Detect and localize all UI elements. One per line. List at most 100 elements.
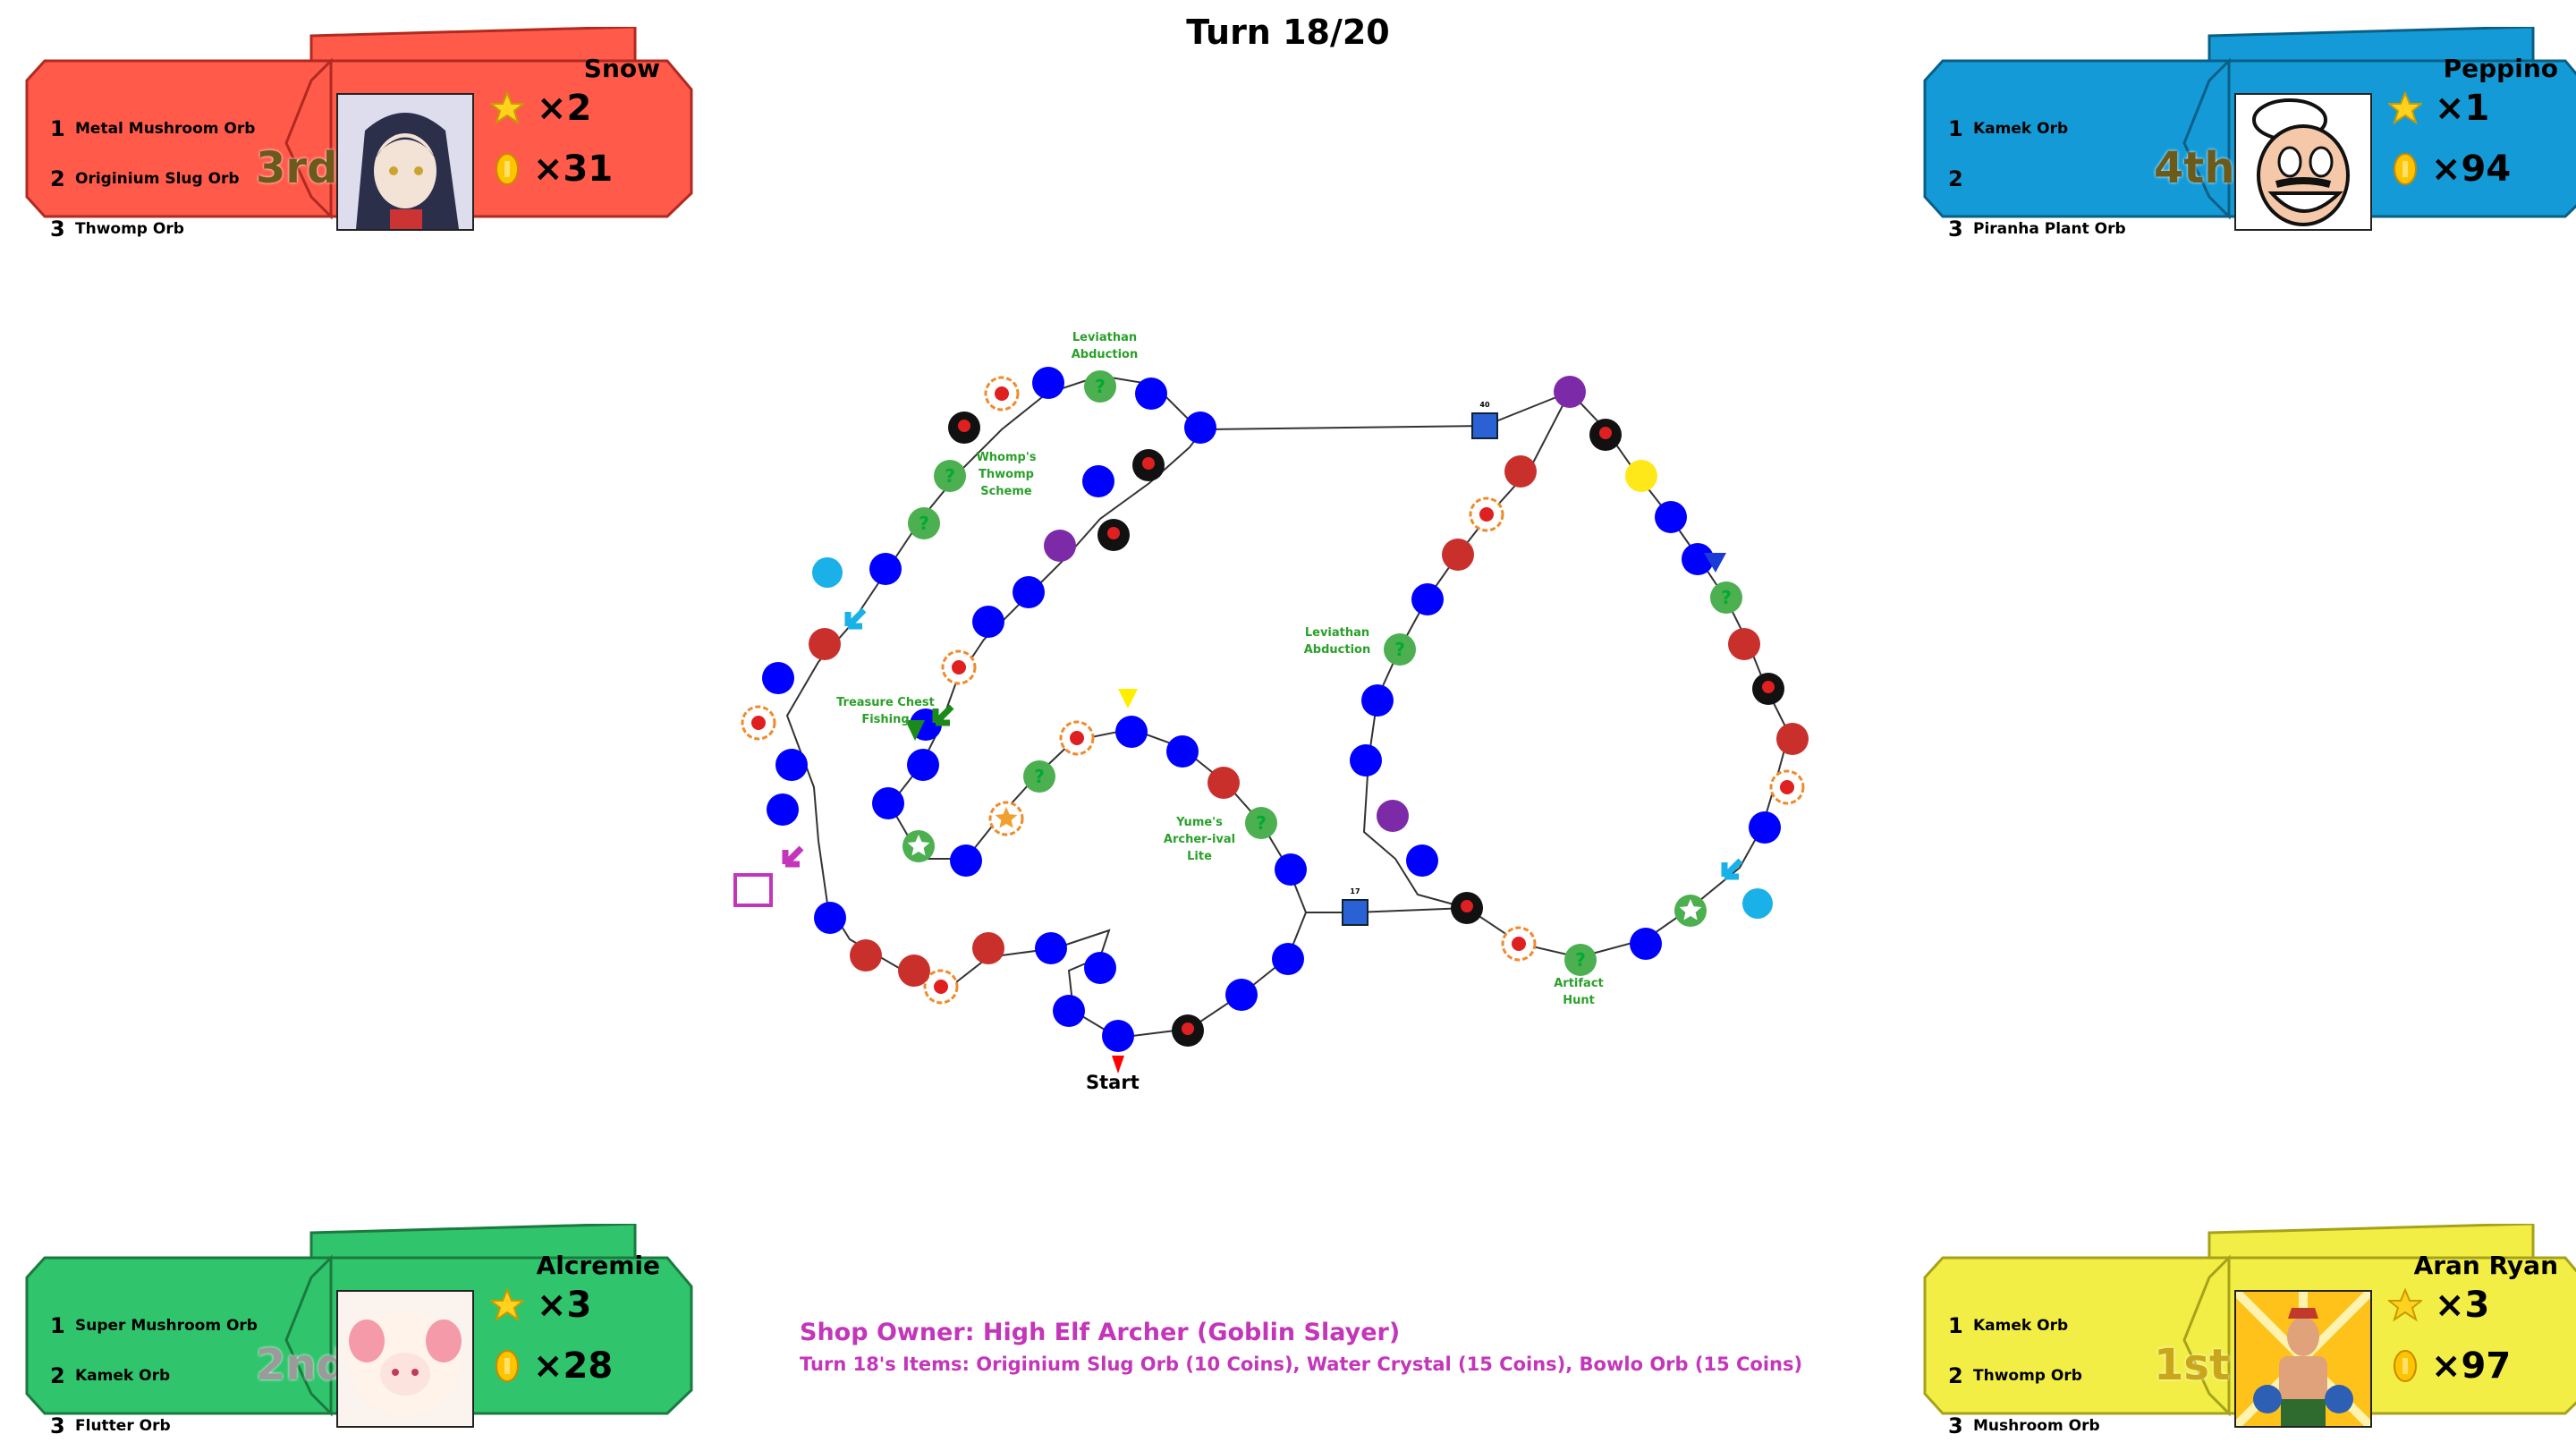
board-space: ? (1710, 581, 1742, 614)
arrow-down-icon (905, 720, 925, 741)
board-space (1135, 378, 1167, 410)
crystal-ball-icon (1742, 888, 1773, 919)
board-space (1504, 455, 1537, 488)
board-space (1053, 995, 1085, 1027)
board-space (1674, 895, 1707, 927)
event-label: Leviathan Abduction (1071, 331, 1139, 361)
board-space (1728, 628, 1760, 660)
board-space (1225, 979, 1258, 1011)
event-label: Leviathan Abduction (1303, 626, 1371, 657)
board-space (948, 412, 980, 444)
board-space (1625, 460, 1657, 492)
shop-info: Shop Owner: High Elf Archer (Goblin Slay… (800, 1319, 1802, 1375)
board-space (1044, 530, 1076, 562)
board-space (1084, 952, 1116, 984)
board-space (1501, 926, 1537, 962)
board-space (872, 787, 904, 819)
board-space (1097, 519, 1130, 551)
player-name: Alcremie (536, 1251, 660, 1280)
board-space (1208, 767, 1240, 799)
board-space (984, 376, 1020, 412)
board-space (775, 749, 808, 781)
crystal-ball-icon (812, 557, 843, 588)
arrow-down-icon (1704, 553, 1726, 573)
svg-text:?: ? (945, 465, 955, 487)
board-space (1469, 496, 1504, 532)
board-space (1682, 543, 1714, 575)
board-space: ? (1084, 370, 1116, 403)
turn-counter: Turn 18/20 (1186, 13, 1390, 52)
svg-text:?: ? (1575, 949, 1586, 971)
board-space (1769, 769, 1805, 805)
coins-count: ×94 (2392, 148, 2511, 190)
board-space (767, 793, 799, 826)
board-space (809, 628, 841, 660)
rank-badge: 3rd (256, 143, 338, 193)
shop-owner: Shop Owner: High Elf Archer (Goblin Slay… (800, 1319, 1401, 1346)
board-space (898, 955, 930, 987)
board-space (907, 749, 939, 781)
board-space (1013, 576, 1045, 608)
board-space (902, 830, 935, 862)
rank-badge: 2nd (256, 1340, 347, 1390)
stars-count: ×3 (2388, 1285, 2489, 1326)
board-paths (785, 374, 1791, 1039)
board-space (1342, 899, 1368, 926)
avatar (336, 93, 474, 231)
gate-cost: 17 (1350, 887, 1360, 895)
star-icon (2388, 1288, 2422, 1322)
shop-items: Turn 18's Items: Originium Slug Orb (10 … (800, 1353, 1803, 1375)
board-space (1272, 943, 1304, 975)
board-space (1752, 673, 1784, 705)
event-label: Whomp's Thwomp Scheme (976, 451, 1037, 498)
item-slot-2: 2 (1948, 166, 1963, 191)
coins-count: ×28 (494, 1345, 613, 1387)
stars-count: ×3 (490, 1285, 591, 1326)
board-space (741, 705, 776, 741)
board-space (972, 932, 1004, 964)
svg-text:?: ? (1394, 639, 1405, 660)
board-space: ? (1023, 760, 1055, 793)
board-space (1451, 892, 1483, 924)
warp-arrow-icon (844, 607, 867, 630)
board-space (941, 649, 977, 685)
board-space (1132, 449, 1165, 481)
shop-icon (733, 873, 773, 907)
stars-count: ×2 (490, 88, 591, 129)
board-space (1166, 735, 1199, 768)
star-icon (490, 1288, 524, 1322)
rank-badge: 4th (2154, 143, 2235, 193)
board-space: ? (1245, 807, 1277, 839)
start-arrow-icon (1112, 1056, 1124, 1073)
warp-arrow-icon (782, 845, 804, 868)
gate-cost: 40 (1479, 401, 1490, 409)
svg-text:?: ? (1095, 376, 1106, 397)
board-space (1630, 928, 1662, 960)
board-space (1115, 716, 1148, 748)
coin-icon (496, 153, 519, 185)
board-space (972, 606, 1004, 638)
board-space (1589, 419, 1622, 451)
board-spaces: ???????? (733, 367, 1809, 1073)
board-space (1406, 844, 1438, 877)
board-space (1442, 539, 1474, 571)
board-space (1350, 744, 1382, 776)
star-icon (490, 91, 524, 125)
board-space (1059, 720, 1095, 756)
board-space: ? (1384, 633, 1416, 666)
avatar (2234, 1290, 2372, 1428)
board-space (1471, 412, 1498, 439)
